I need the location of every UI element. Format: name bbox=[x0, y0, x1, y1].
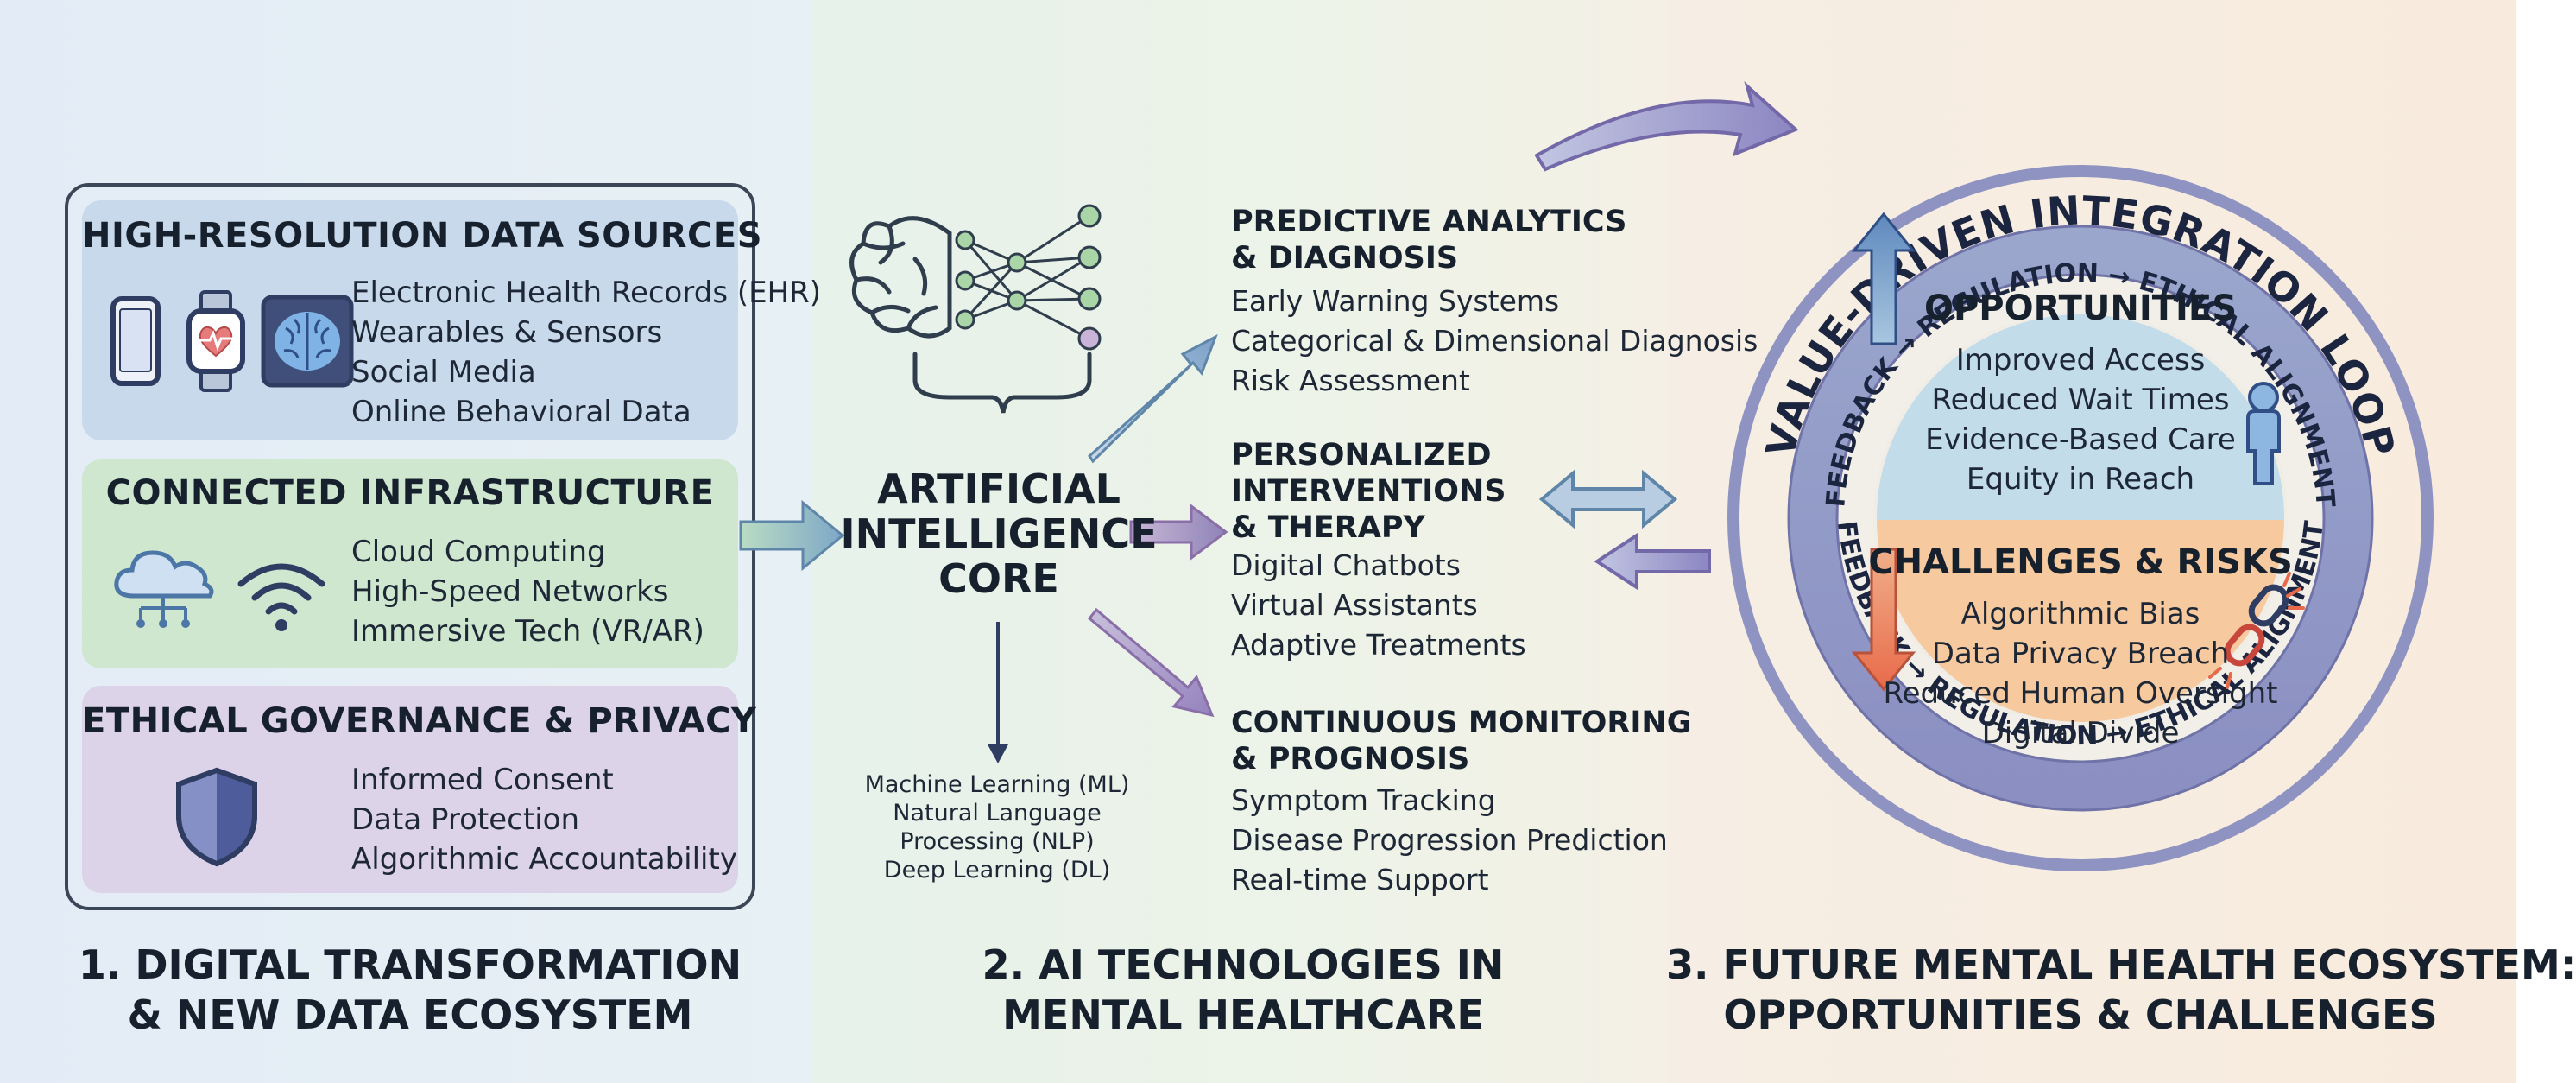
infrastructure-card: CONNECTED INFRASTRUCTURE Cloud Computing… bbox=[82, 459, 738, 668]
data-sources-card: HIGH-RESOLUTION DATA SOURCES Electronic … bbox=[82, 200, 821, 440]
monitoring-list: Symptom Tracking Disease Progression Pre… bbox=[1231, 781, 1668, 900]
challenges-list: Algorithmic Bias Data Privacy Breach Red… bbox=[1865, 594, 2296, 753]
list-item: Processing (NLP) bbox=[900, 828, 1095, 855]
infrastructure-title: CONNECTED INFRASTRUCTURE bbox=[105, 473, 715, 513]
broken-chain-icon bbox=[2208, 572, 2305, 689]
return-arrow bbox=[1594, 532, 1711, 591]
list-item: Digital Divide bbox=[1981, 716, 2180, 750]
list-item: Data Privacy Breach bbox=[1931, 636, 2230, 671]
list-item: Equity in Reach bbox=[1966, 462, 2195, 497]
arrow-to-monitoring bbox=[1087, 607, 1215, 718]
down-arrow bbox=[1851, 548, 1916, 692]
brain-scan-icon bbox=[261, 294, 354, 388]
list-item: Early Warning Systems bbox=[1231, 284, 1560, 318]
list-item: Digital Chatbots bbox=[1231, 548, 1461, 582]
smartphone-icon bbox=[110, 296, 161, 386]
list-item: Improved Access bbox=[1955, 343, 2206, 377]
list-item: Immersive Tech (VR/AR) bbox=[351, 614, 704, 649]
arrow-to-personalized bbox=[1129, 504, 1228, 560]
section-3-title: 3. FUTURE MENTAL HEALTH ECOSYSTEM: OPPOR… bbox=[1666, 941, 2576, 1038]
list-item: Algorithmic Accountability bbox=[351, 842, 737, 877]
list-item: Deep Learning (DL) bbox=[883, 857, 1111, 884]
list-item: Reduced Wait Times bbox=[1931, 383, 2230, 417]
curved-arrow-into-loop bbox=[1534, 81, 1799, 172]
arrow-to-predictive bbox=[1088, 333, 1218, 464]
shield-icon bbox=[176, 767, 257, 867]
cloud-network-icon bbox=[114, 550, 214, 628]
outer-ring bbox=[1727, 165, 2434, 871]
list-item: Online Behavioral Data bbox=[351, 395, 691, 429]
bidirectional-arrow bbox=[1538, 469, 1678, 529]
predictive-list: Early Warning Systems Categorical & Dime… bbox=[1231, 282, 1758, 401]
monitoring-title: CONTINUOUS MONITORING & PROGNOSIS bbox=[1231, 706, 1692, 776]
list-item: Categorical & Dimensional Diagnosis bbox=[1231, 324, 1758, 358]
list-item: Real-time Support bbox=[1231, 863, 1489, 896]
ai-core-label: ARTIFICIAL INTELLIGENCE CORE bbox=[840, 466, 1158, 602]
network-nodes bbox=[955, 204, 1102, 351]
list-item: Reduced Human Oversight bbox=[1883, 676, 2278, 711]
panel2-background bbox=[811, 0, 1666, 1083]
connector-arrows bbox=[739, 81, 1799, 763]
integration-loop: VALUE-DRIVEN INTEGRATION LOOP FEEDBACK →… bbox=[1727, 165, 2434, 871]
up-arrow bbox=[1851, 212, 1916, 345]
list-item: Wearables & Sensors bbox=[351, 315, 663, 350]
list-item: High-Speed Networks bbox=[351, 574, 669, 609]
list-item: Evidence-Based Care bbox=[1925, 422, 2236, 457]
data-sources-title: HIGH-RESOLUTION DATA SOURCES bbox=[82, 216, 763, 256]
list-item: Natural Language bbox=[893, 800, 1102, 826]
section-1-title: 1. DIGITAL TRANSFORMATION & NEW DATA ECO… bbox=[78, 941, 742, 1038]
list-item: Electronic Health Records (EHR) bbox=[351, 276, 822, 310]
opportunities-list: Improved Access Reduced Wait Times Evide… bbox=[1899, 340, 2262, 499]
list-item: Machine Learning (ML) bbox=[864, 771, 1130, 798]
governance-title: ETHICAL GOVERNANCE & PRIVACY bbox=[82, 701, 757, 741]
section-2-title: 2. AI TECHNOLOGIES IN MENTAL HEALTHCARE bbox=[982, 941, 1505, 1038]
list-item: Cloud Computing bbox=[351, 535, 606, 569]
list-item: Risk Assessment bbox=[1231, 364, 1470, 397]
predictive-title: PREDICTIVE ANALYTICS & DIAGNOSIS bbox=[1231, 205, 1627, 276]
person-icon bbox=[2246, 382, 2281, 485]
list-item: Symptom Tracking bbox=[1231, 783, 1496, 817]
list-item: Algorithmic Bias bbox=[1960, 597, 2200, 631]
smartwatch-heart-icon bbox=[186, 290, 245, 392]
list-item: Virtual Assistants bbox=[1231, 588, 1478, 622]
data-sources-list: Electronic Health Records (EHR) Wearable… bbox=[351, 273, 821, 432]
arrow-to-ai-core bbox=[739, 499, 845, 572]
list-item: Adaptive Treatments bbox=[1231, 628, 1526, 662]
personalized-title: PERSONALIZED INTERVENTIONS & THERAPY bbox=[1231, 438, 1506, 545]
arrow-to-technologies bbox=[988, 622, 1008, 763]
list-item: Informed Consent bbox=[351, 763, 614, 797]
governance-list: Informed Consent Data Protection Algorit… bbox=[351, 760, 737, 879]
infrastructure-list: Cloud Computing High-Speed Networks Imme… bbox=[351, 532, 704, 651]
list-item: Social Media bbox=[351, 355, 536, 390]
opportunities-title: OPPORTUNITIES bbox=[1923, 288, 2238, 328]
list-item: Data Protection bbox=[351, 802, 579, 837]
technologies-list: Machine Learning (ML) Natural Language P… bbox=[829, 770, 1165, 884]
governance-card: ETHICAL GOVERNANCE & PRIVACY Informed Co… bbox=[82, 686, 757, 893]
challenges-title: CHALLENGES & RISKS bbox=[1868, 542, 2293, 582]
personalized-list: Digital Chatbots Virtual Assistants Adap… bbox=[1231, 546, 1526, 665]
list-item: Disease Progression Prediction bbox=[1231, 823, 1668, 857]
wifi-icon bbox=[237, 563, 325, 631]
